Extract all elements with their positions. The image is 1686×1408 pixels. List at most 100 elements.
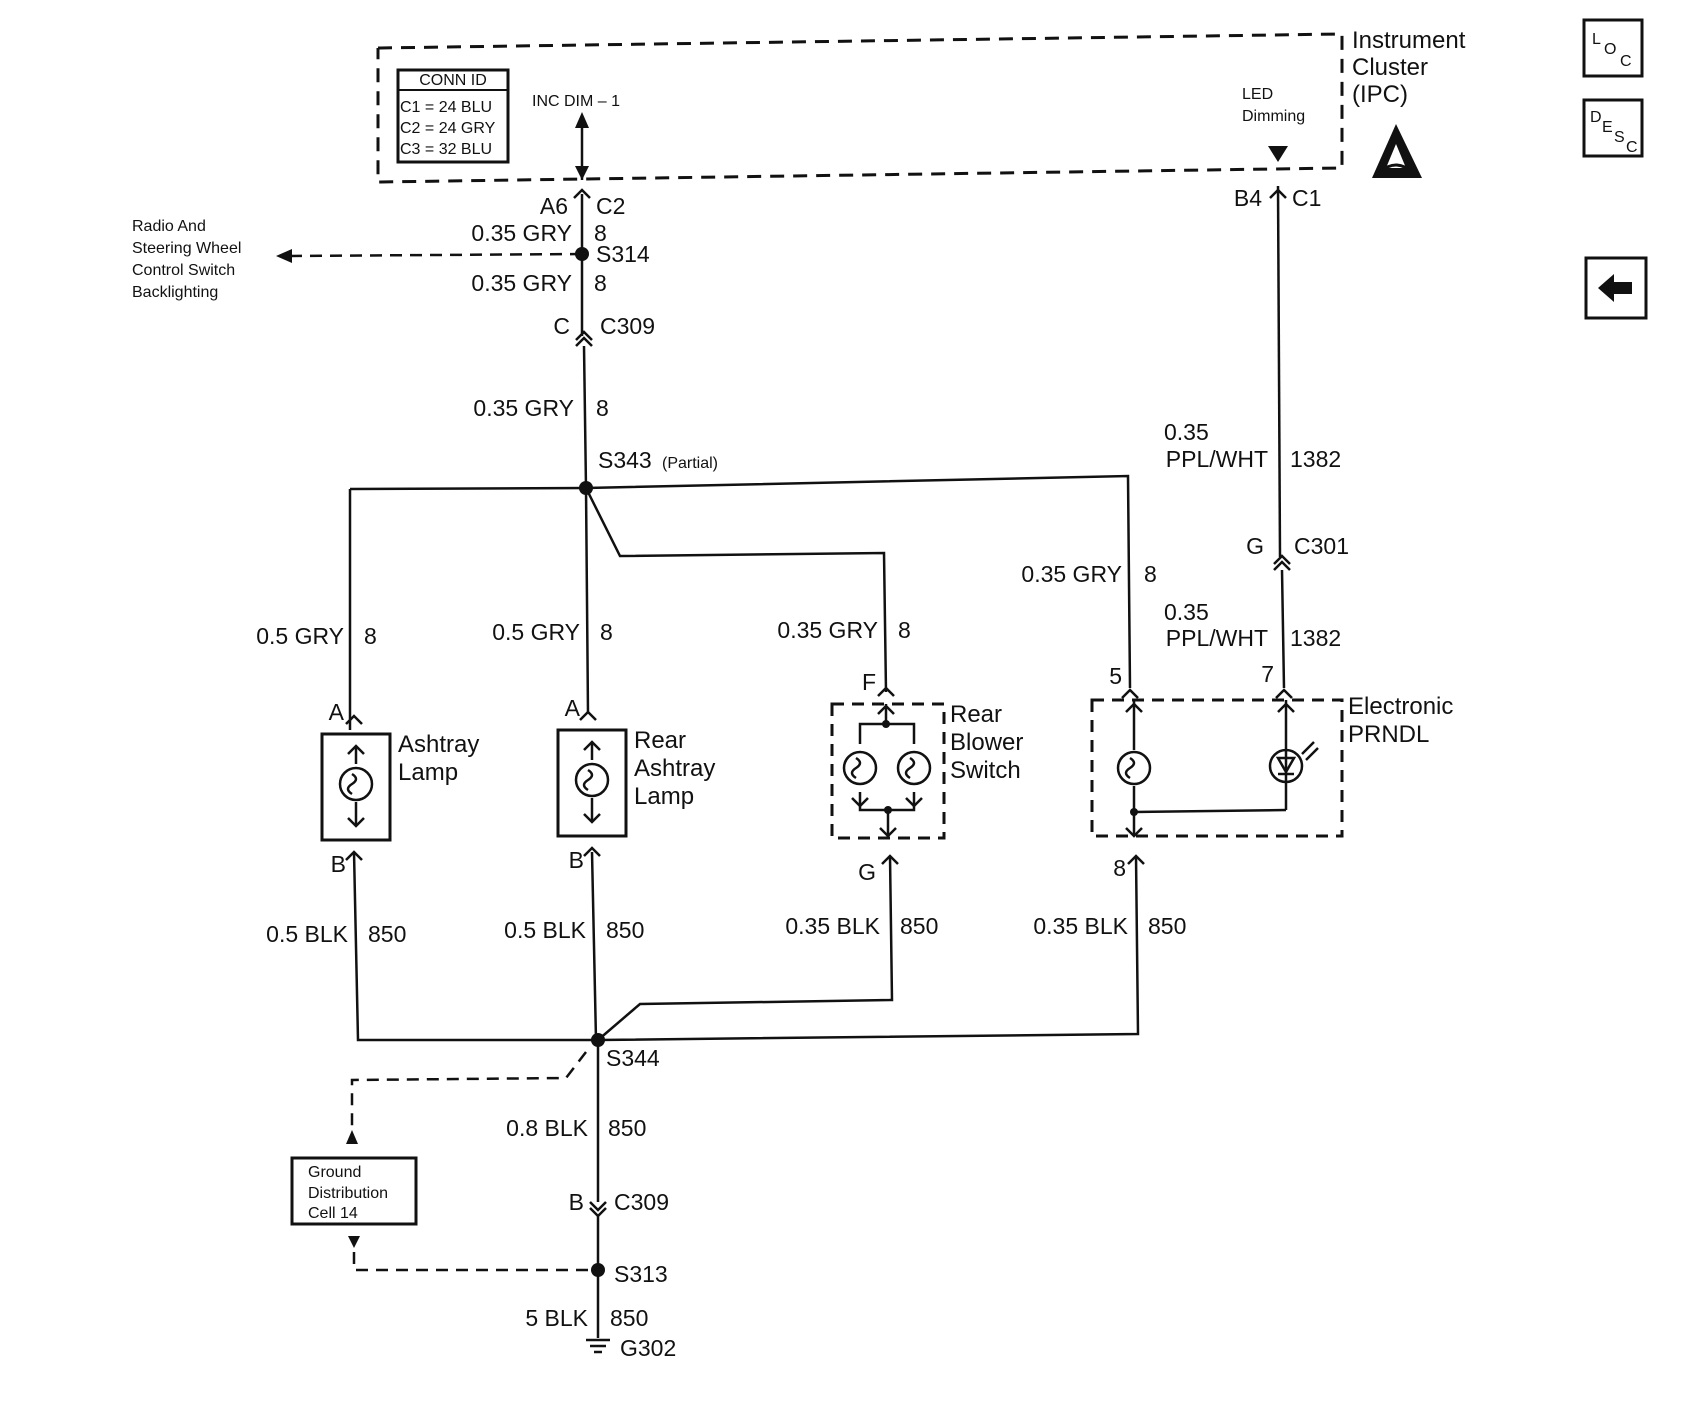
led-dimming-label-1: LED xyxy=(1242,86,1273,103)
pin-a-ashtray: A xyxy=(329,699,345,725)
inc-dim-label: INC DIM – 1 xyxy=(532,93,620,110)
rear-ashtray-lamp-symbol xyxy=(556,710,628,857)
conn-c301: C301 xyxy=(1294,533,1349,559)
wire-color-prndl-lower: PPL/WHT xyxy=(1166,625,1268,651)
circuit-1382-upper: 1382 xyxy=(1290,446,1341,472)
blower-junction-dots xyxy=(882,720,892,814)
ground-ref-line-1: Ground xyxy=(308,1164,361,1181)
circuit-850-main: 850 xyxy=(608,1115,646,1141)
module-title-line-1: Instrument xyxy=(1352,27,1466,54)
circuit-8-rear-ashtray: 8 xyxy=(600,619,613,645)
wires xyxy=(348,118,1286,1354)
ground-distribution-box xyxy=(290,1156,418,1226)
pin-8-prndl: 8 xyxy=(1113,855,1126,881)
conn-id-table xyxy=(396,68,510,164)
conn-c2: C2 xyxy=(596,193,625,219)
rear-blower-switch-label-1: Rear xyxy=(950,701,1002,728)
radio-ref-line-2: Steering Wheel xyxy=(132,240,241,257)
ashtray-lamp-label-2: Lamp xyxy=(398,759,458,786)
conn-c1: C1 xyxy=(1292,185,1321,211)
wire-gauge-prndl-upper: 0.35 xyxy=(1164,419,1209,445)
pin-b-c309: B xyxy=(569,1189,584,1215)
pin-5-prndl: 5 xyxy=(1109,663,1122,689)
ashtray-lamp-label-1: Ashtray xyxy=(398,731,479,758)
conn-id-row-2: C2 = 24 GRY xyxy=(400,120,496,137)
desc-letter-c: C xyxy=(1626,139,1638,156)
radio-ref-line-3: Control Switch xyxy=(132,262,235,279)
electronic-prndl-symbol xyxy=(1090,688,1344,865)
circuit-8-s314-up: 8 xyxy=(594,220,607,246)
reference-dashed-lines xyxy=(289,252,598,1272)
wire-label-ashtray-gnd: 0.5 BLK xyxy=(266,921,348,947)
ground-ref-line-3: Cell 14 xyxy=(308,1205,358,1222)
loc-letter-l: L xyxy=(1592,31,1601,48)
rear-ashtray-lamp-label-3: Lamp xyxy=(634,783,694,810)
pin-g-c301: G xyxy=(1246,533,1264,559)
loc-letter-o: O xyxy=(1604,41,1616,58)
wire-label-g302: 5 BLK xyxy=(525,1305,588,1331)
wire-label-main-gnd: 0.8 BLK xyxy=(506,1115,588,1141)
desc-button[interactable]: D E S C xyxy=(1582,98,1644,158)
wire-label-blower: 0.35 GRY xyxy=(777,617,878,643)
conn-c309-lower: C309 xyxy=(614,1189,669,1215)
splice-s344: S344 xyxy=(606,1045,660,1071)
wire-label-prndl-gnd: 0.35 BLK xyxy=(1033,913,1128,939)
radio-ref-line-4: Backlighting xyxy=(132,284,218,301)
circuit-8-prndl: 8 xyxy=(1144,561,1157,587)
instrument-cluster-outline xyxy=(376,32,1344,184)
led-dimming-label-2: Dimming xyxy=(1242,108,1305,125)
circuit-850-ashtray: 850 xyxy=(368,921,406,947)
pin-7-prndl: 7 xyxy=(1261,661,1274,687)
splice-s343-note: (Partial) xyxy=(662,455,718,472)
circuit-8-s314-down: 8 xyxy=(594,270,607,296)
circuit-850-blower: 850 xyxy=(900,913,938,939)
module-title-line-3: (IPC) xyxy=(1352,81,1408,108)
rear-ashtray-lamp-label-1: Rear xyxy=(634,727,686,754)
circuit-850-prndl: 850 xyxy=(1148,913,1186,939)
loc-button[interactable]: L O C xyxy=(1582,18,1644,78)
radio-ref-line-1: Radio And xyxy=(132,218,206,235)
pin-b-ashtray: B xyxy=(331,851,346,877)
splice-s343: S343 xyxy=(598,447,652,473)
prndl-label-1: Electronic xyxy=(1348,693,1453,720)
rear-blower-switch-label-3: Switch xyxy=(950,757,1021,784)
rear-blower-switch-label-2: Blower xyxy=(950,729,1023,756)
wire-color-prndl-upper: PPL/WHT xyxy=(1166,446,1268,472)
wire-label-rear-ashtray-gnd: 0.5 BLK xyxy=(504,917,586,943)
pin-g-blower: G xyxy=(858,859,876,885)
circuit-850-g302: 850 xyxy=(610,1305,648,1331)
conn-id-row-3: C3 = 32 BLU xyxy=(400,141,492,158)
wire-label-s314-down: 0.35 GRY xyxy=(471,270,572,296)
back-button[interactable] xyxy=(1584,256,1648,320)
wire-label-blower-gnd: 0.35 BLK xyxy=(785,913,880,939)
wire-label-prndl-gry: 0.35 GRY xyxy=(1021,561,1122,587)
wire-label-rear-ashtray: 0.5 GRY xyxy=(492,619,580,645)
left-arrow-icon xyxy=(1598,274,1632,302)
module-title-line-2: Cluster xyxy=(1352,54,1428,81)
rear-blower-switch-symbol xyxy=(830,686,946,865)
wire-label-ashtray: 0.5 GRY xyxy=(256,623,344,649)
wire-label-trunk: 0.35 GRY xyxy=(473,395,574,421)
circuit-8-trunk: 8 xyxy=(596,395,609,421)
pin-f-blower: F xyxy=(862,669,876,695)
arrowheads xyxy=(276,112,1288,1248)
ground-g302: G302 xyxy=(620,1335,676,1361)
prndl-junction-dot xyxy=(1130,808,1138,816)
pin-a6: A6 xyxy=(540,193,568,219)
loc-letter-c: C xyxy=(1620,53,1632,70)
conn-id-header: CONN ID xyxy=(419,72,487,89)
rear-ashtray-lamp-label-2: Ashtray xyxy=(634,755,715,782)
ground-ref-line-2: Distribution xyxy=(308,1185,388,1202)
conn-id-row-1: C1 = 24 BLU xyxy=(400,99,492,116)
desc-letter-e: E xyxy=(1602,119,1613,136)
circuit-8-ashtray: 8 xyxy=(364,623,377,649)
pin-c: C xyxy=(553,313,570,339)
wire-label-s314-up: 0.35 GRY xyxy=(471,220,572,246)
circuit-850-rear-ashtray: 850 xyxy=(606,917,644,943)
pin-b-rear-ashtray: B xyxy=(569,847,584,873)
prndl-label-2: PRNDL xyxy=(1348,721,1429,748)
conn-c309-upper: C309 xyxy=(600,313,655,339)
ashtray-lamp-symbol xyxy=(320,714,392,861)
desc-letter-s: S xyxy=(1614,129,1625,146)
